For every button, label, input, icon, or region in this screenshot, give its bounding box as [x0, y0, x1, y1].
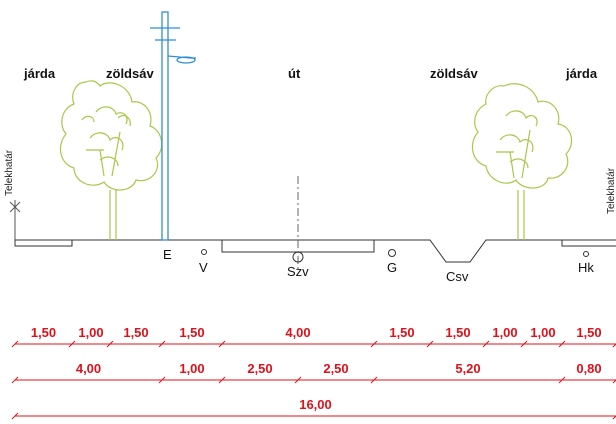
dimension-tick: [612, 379, 616, 384]
street-lamp-pole-icon: [150, 11, 196, 241]
dimension-label: 0,80: [576, 361, 601, 376]
dimension-tick: [612, 415, 616, 420]
property-line-label-right: Telekhatár: [606, 167, 616, 214]
dimension-label: 16,00: [299, 397, 332, 412]
zone-label-sidewalk-left: járda: [23, 66, 56, 81]
property-line-marker-left-icon: [9, 200, 21, 214]
dimension-tick: [482, 340, 490, 348]
dimension-tick: [520, 340, 528, 348]
dimension-label: 1,50: [31, 325, 56, 340]
dimension-label: 2,50: [323, 361, 348, 376]
dimension-label: 1,50: [445, 325, 470, 340]
dimension-label: 1,50: [123, 325, 148, 340]
zone-label-road: út: [288, 66, 301, 81]
dimension-tick: [68, 340, 76, 348]
dimension-chains: 1,50 1,00 1,50 1,50 4,00 1,50 1,50 1,00 1,00 1,50…: [11, 325, 616, 420]
zone-label-sidewalk-right: járda: [565, 66, 598, 81]
utility-label-electric: E: [163, 247, 172, 262]
tree-left-icon: [59, 80, 163, 240]
dimension-tick: [158, 376, 166, 384]
dimension-label: 1,50: [179, 325, 204, 340]
dimension-tick: [106, 340, 114, 348]
zone-label-green-strip-right: zöldsáv: [430, 66, 478, 81]
property-line-right: Telekhatár: [606, 167, 616, 214]
dimension-label: 1,50: [576, 325, 601, 340]
dimension-label: 4,00: [76, 361, 101, 376]
dimension-tick: [218, 340, 226, 348]
dimension-tick: [11, 412, 19, 420]
property-line-left: Telekhatár: [4, 149, 21, 240]
dimension-tick: [218, 376, 226, 384]
utility-label-rainwater-channel: Csv: [446, 269, 469, 284]
dimension-tick: [11, 376, 19, 384]
dimension-label: 1,00: [492, 325, 517, 340]
utility-label-gas: G: [387, 260, 397, 275]
tree-right-icon: [471, 83, 573, 240]
utility-water-marker-icon: [201, 249, 207, 255]
utility-label-sewer: Szv: [287, 264, 309, 279]
utility-gas-marker-icon: [388, 249, 396, 257]
dimension-label: 1,00: [78, 325, 103, 340]
dimension-tick: [558, 340, 566, 348]
dimension-label: 1,00: [179, 361, 204, 376]
dimension-label: 5,20: [455, 361, 480, 376]
dimension-tick: [370, 340, 378, 348]
dimension-tick: [370, 376, 378, 384]
dimension-tick: [426, 340, 434, 348]
dimension-tick: [158, 340, 166, 348]
dimension-label: 1,00: [530, 325, 555, 340]
zone-label-green-strip-left: zöldsáv: [106, 66, 154, 81]
utility-telecom-marker-icon: [583, 251, 589, 257]
dimension-tick: [11, 340, 19, 348]
property-line-label-left: Telekhatár: [4, 149, 15, 196]
dimension-tick: [294, 376, 302, 384]
dimension-tick: [558, 376, 566, 384]
dimension-label: 4,00: [285, 325, 310, 340]
dimension-tick: [612, 343, 616, 348]
utility-label-telecom: Hk: [578, 260, 594, 275]
ground-profile: [14, 239, 616, 263]
dimension-label: 1,50: [389, 325, 414, 340]
utility-sewer-marker-icon: [292, 251, 304, 263]
dimension-label: 2,50: [247, 361, 272, 376]
utility-label-water: V: [199, 260, 208, 275]
